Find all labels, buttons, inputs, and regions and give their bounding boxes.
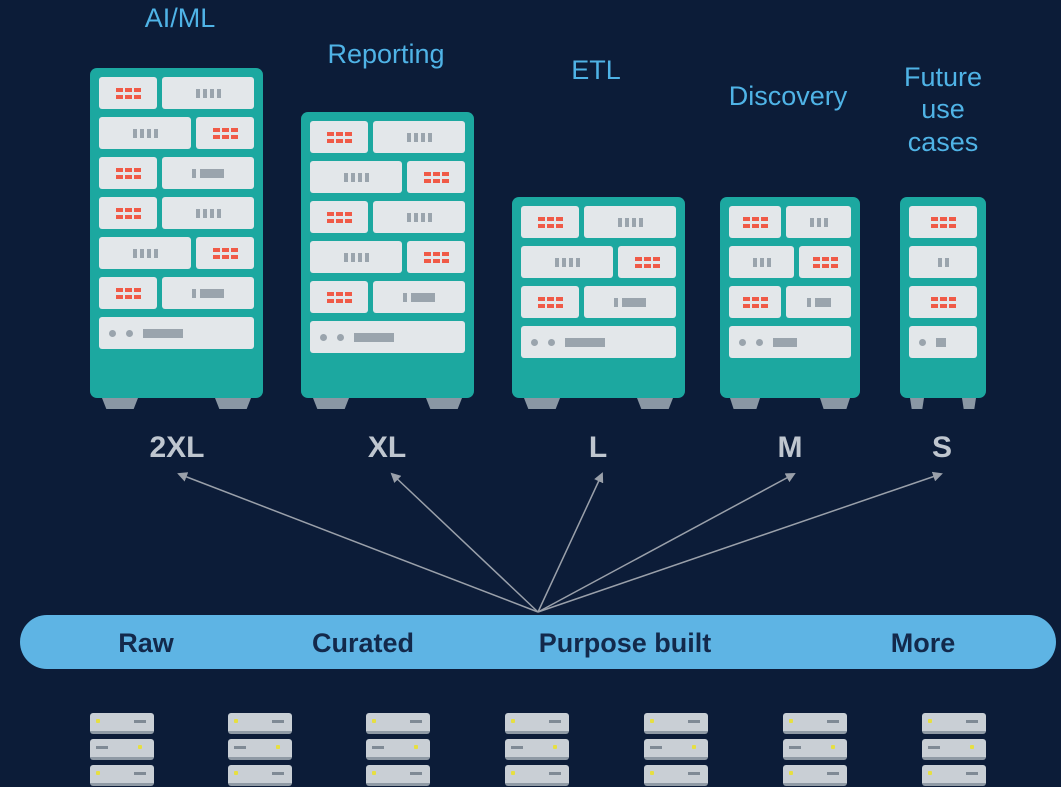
red-module — [407, 161, 465, 193]
server-icon — [366, 713, 430, 787]
drive-module — [99, 317, 254, 349]
layer-label-raw: Raw — [118, 628, 174, 658]
grey-module — [310, 161, 402, 193]
grey-module — [584, 286, 676, 318]
use-case-label-discovery: Discovery — [728, 81, 848, 111]
grey-module — [373, 201, 465, 233]
rack-l — [512, 197, 685, 409]
server-icon — [90, 713, 154, 787]
red-module — [310, 121, 368, 153]
grey-module — [310, 241, 402, 273]
red-module — [407, 241, 465, 273]
drive-module — [521, 326, 676, 358]
red-module — [909, 206, 977, 238]
grey-module — [373, 281, 465, 313]
grey-module — [786, 206, 851, 238]
rack-s — [900, 197, 986, 409]
arrow-to-2xl — [177, 472, 539, 613]
layer-label-curated: Curated — [311, 628, 415, 658]
red-module — [799, 246, 851, 278]
arrow-to-s — [537, 471, 943, 613]
arrow-to-m — [537, 473, 796, 613]
drive-module — [310, 321, 465, 353]
red-module — [99, 77, 157, 109]
layer-label-purpose-built: Purpose built — [538, 628, 712, 658]
red-module — [99, 157, 157, 189]
use-case-label-future: Future use cases — [903, 62, 983, 157]
size-label-xl: XL — [367, 431, 407, 464]
rack-m — [720, 197, 860, 409]
red-module — [196, 237, 254, 269]
grey-module — [162, 77, 254, 109]
red-module — [99, 197, 157, 229]
grey-module — [373, 121, 465, 153]
red-module — [729, 206, 781, 238]
server-icon — [228, 713, 292, 787]
size-label-s: S — [931, 431, 953, 464]
server-icon — [783, 713, 847, 787]
red-module — [310, 201, 368, 233]
grey-module — [162, 277, 254, 309]
server-icon — [922, 713, 986, 787]
red-module — [196, 117, 254, 149]
grey-module — [584, 206, 676, 238]
red-module — [521, 206, 579, 238]
arrow-to-xl — [390, 472, 539, 613]
use-case-label-reporting: Reporting — [327, 39, 445, 69]
red-module — [99, 277, 157, 309]
grey-module — [162, 157, 254, 189]
grey-module — [786, 286, 851, 318]
server-icon — [644, 713, 708, 787]
grey-module — [909, 246, 977, 278]
size-label-l: L — [588, 431, 608, 464]
red-module — [909, 286, 977, 318]
size-label-m: M — [777, 431, 803, 464]
rack-2xl — [90, 68, 263, 409]
storage-layers-bar — [20, 615, 1056, 669]
size-label-2xl: 2XL — [149, 431, 205, 464]
grey-module — [99, 237, 191, 269]
red-module — [310, 281, 368, 313]
grey-module — [521, 246, 613, 278]
layer-label-more: More — [890, 628, 956, 658]
red-module — [618, 246, 676, 278]
red-module — [521, 286, 579, 318]
red-module — [729, 286, 781, 318]
rack-xl — [301, 112, 474, 409]
grey-module — [162, 197, 254, 229]
use-case-label-etl: ETL — [571, 55, 621, 85]
server-icon — [505, 713, 569, 787]
grey-module — [729, 246, 794, 278]
use-case-label-ai-ml: AI/ML — [144, 3, 216, 33]
arrow-to-l — [537, 472, 604, 613]
grey-module — [99, 117, 191, 149]
drive-module — [909, 326, 977, 358]
drive-module — [729, 326, 851, 358]
